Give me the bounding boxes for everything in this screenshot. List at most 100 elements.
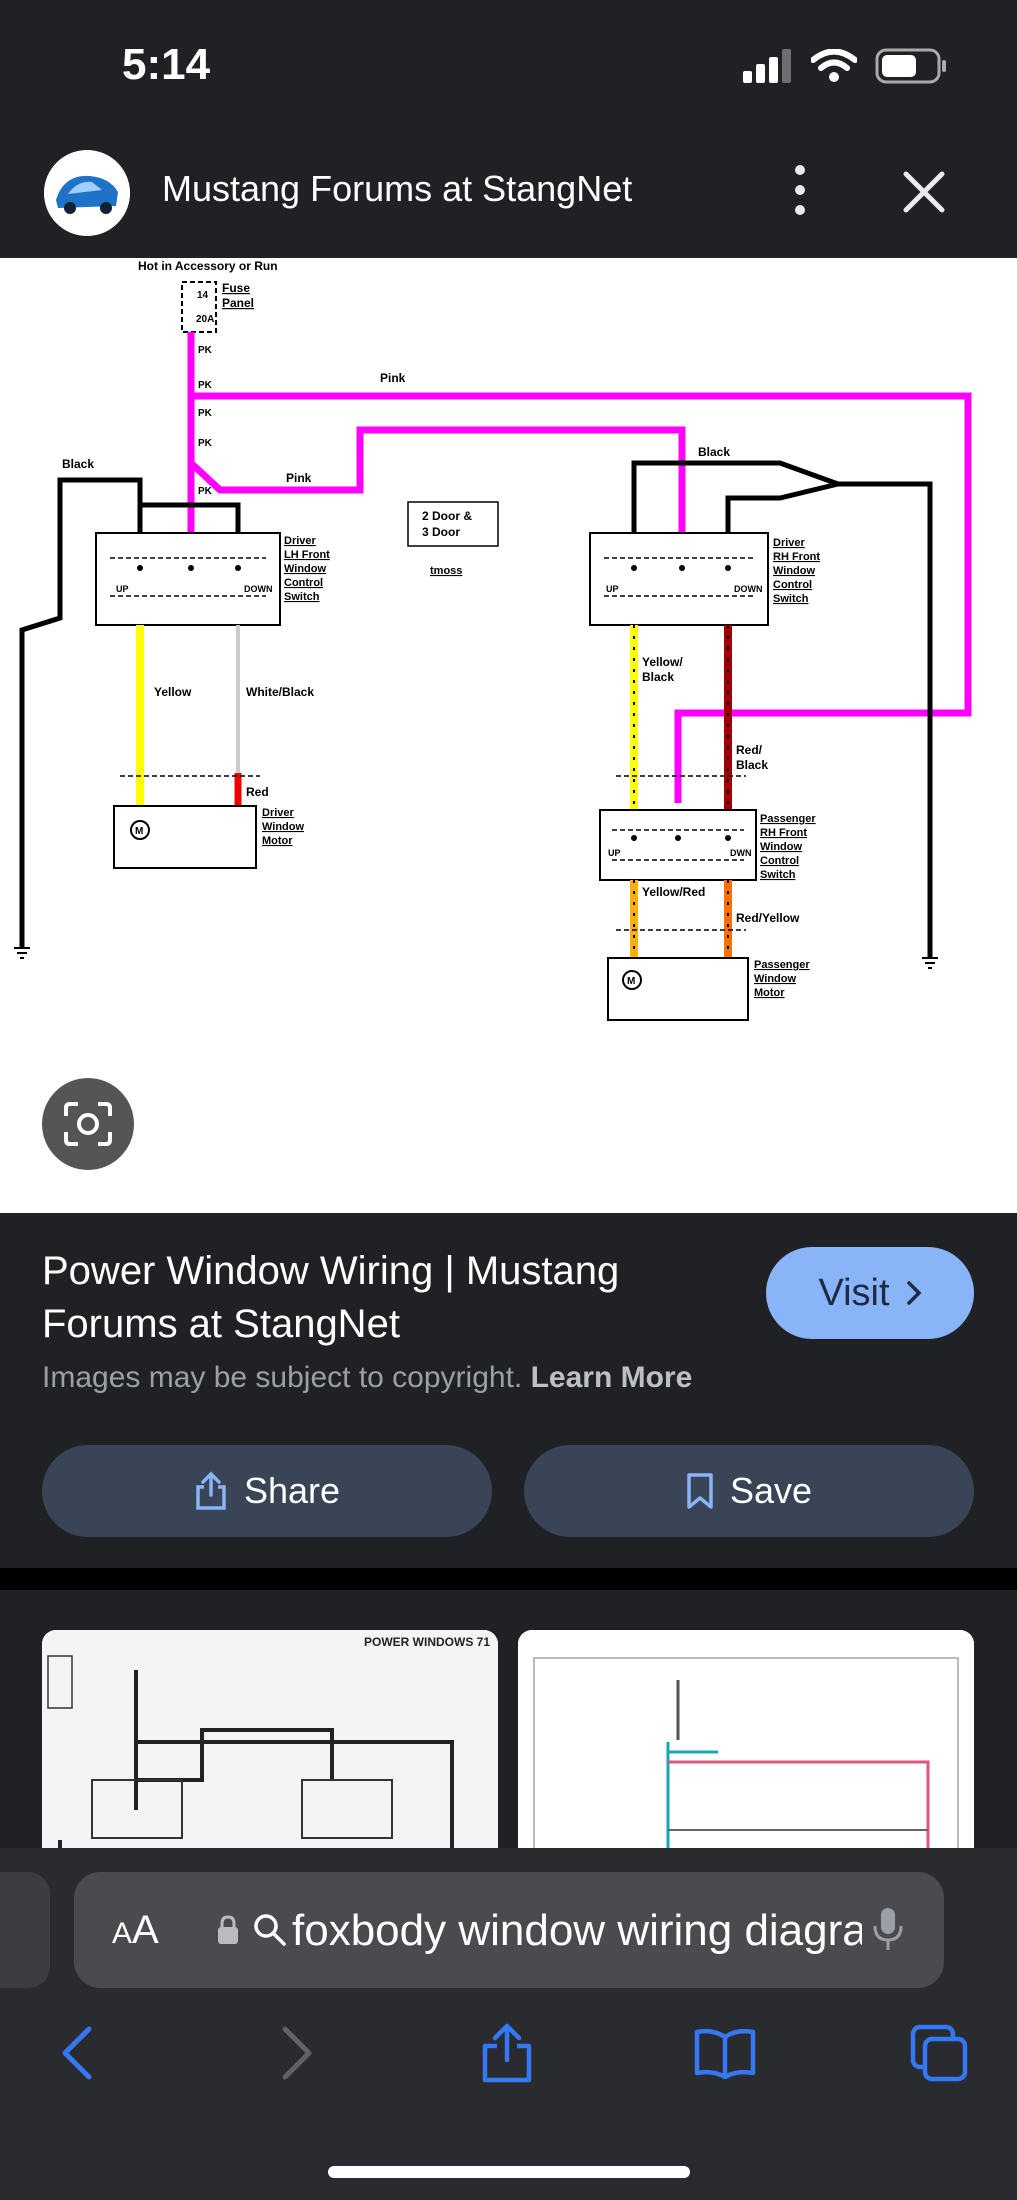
forward-button[interactable] xyxy=(262,2018,332,2088)
address-bar[interactable]: AA foxbody window wiring diagram xyxy=(74,1872,944,1988)
related-images: POWER WINDOWS 71 xyxy=(0,1590,1017,1850)
svg-text:Yellow/Red: Yellow/Red xyxy=(642,885,705,899)
svg-text:Red/Yellow: Red/Yellow xyxy=(736,911,800,925)
svg-text:Control: Control xyxy=(760,855,799,867)
site-logo[interactable] xyxy=(44,150,130,236)
lock-icon xyxy=(218,1915,238,1944)
svg-text:Window: Window xyxy=(262,821,304,833)
svg-text:tmoss: tmoss xyxy=(430,565,462,577)
svg-text:Driver: Driver xyxy=(262,807,295,819)
svg-text:Passenger: Passenger xyxy=(754,959,810,971)
stangnet-logo-icon xyxy=(44,150,130,236)
svg-text:Window: Window xyxy=(754,973,796,985)
wiring-diagram: Hot in Accessory or Run 14 20A Fuse Pane… xyxy=(14,259,972,1021)
more-options-button[interactable] xyxy=(780,160,820,220)
svg-text:Yellow: Yellow xyxy=(154,685,192,699)
tabs-icon xyxy=(910,2024,968,2082)
copyright-notice: Images may be subject to copyright. Lear… xyxy=(42,1361,692,1395)
svg-text:Pink: Pink xyxy=(286,471,312,485)
svg-text:DOWN: DOWN xyxy=(734,584,763,594)
svg-text:2 Door &: 2 Door & xyxy=(422,509,472,523)
svg-text:POWER WINDOWS 71: POWER WINDOWS 71 xyxy=(364,1635,490,1649)
copyright-text: Images may be subject to copyright. xyxy=(42,1361,523,1394)
svg-text:DOWN: DOWN xyxy=(244,584,273,594)
svg-text:UP: UP xyxy=(608,848,621,858)
lens-camera-icon xyxy=(64,1102,112,1146)
svg-text:DWN: DWN xyxy=(730,848,752,858)
share-button[interactable]: Share xyxy=(42,1445,492,1537)
bookmarks-button[interactable] xyxy=(690,2018,760,2088)
result-info-panel: Power Window Wiring | Mustang Forums at … xyxy=(0,1213,1017,1568)
close-icon xyxy=(903,171,945,213)
url-query-text[interactable]: foxbody window wiring diagram xyxy=(292,1906,862,1955)
svg-text:Black: Black xyxy=(698,445,730,459)
tabs-button[interactable] xyxy=(904,2018,974,2088)
svg-text:White/Black: White/Black xyxy=(246,685,314,699)
svg-text:Window: Window xyxy=(760,841,802,853)
thumbnail-diagram xyxy=(518,1630,974,1850)
share-icon xyxy=(482,2023,532,2083)
svg-text:Switch: Switch xyxy=(284,591,320,603)
lens-search-button[interactable] xyxy=(42,1078,134,1170)
share-page-button[interactable] xyxy=(472,2018,542,2088)
share-icon xyxy=(196,1471,226,1510)
svg-text:Switch: Switch xyxy=(760,869,796,881)
svg-text:Driver: Driver xyxy=(284,535,317,547)
svg-text:Motor: Motor xyxy=(262,835,293,847)
home-indicator[interactable] xyxy=(328,2166,690,2178)
svg-text:Yellow/: Yellow/ xyxy=(642,655,683,669)
microphone-icon[interactable] xyxy=(870,1906,906,1954)
related-thumbnail[interactable] xyxy=(518,1630,974,1850)
learn-more-link[interactable]: Learn More xyxy=(530,1361,693,1394)
svg-text:Panel: Panel xyxy=(222,296,254,310)
svg-text:3 Door: 3 Door xyxy=(422,525,460,539)
status-time: 5:14 xyxy=(122,40,211,89)
svg-text:M: M xyxy=(627,976,635,987)
bookmark-icon xyxy=(687,1473,713,1509)
svg-text:Red: Red xyxy=(246,785,269,799)
share-label: Share xyxy=(243,1470,341,1511)
reader-aa-button[interactable]: AA xyxy=(112,1908,159,1952)
svg-text:Pink: Pink xyxy=(380,371,406,385)
save-button[interactable]: Save xyxy=(524,1445,974,1537)
chevron-left-icon xyxy=(62,2026,92,2080)
svg-text:Window: Window xyxy=(284,563,326,575)
save-label: Save xyxy=(729,1470,813,1511)
section-divider xyxy=(0,1568,1017,1590)
svg-text:14: 14 xyxy=(197,290,209,301)
visit-button[interactable]: Visit xyxy=(766,1247,974,1339)
hot-label: Hot in Accessory or Run xyxy=(138,259,278,273)
site-title[interactable]: Mustang Forums at StangNet xyxy=(162,168,633,209)
related-thumbnail[interactable]: POWER WINDOWS 71 xyxy=(42,1630,498,1850)
chevron-right-icon xyxy=(282,2026,312,2080)
previous-tab-peek[interactable] xyxy=(0,1872,50,1988)
status-icons xyxy=(743,48,947,84)
svg-text:Black: Black xyxy=(62,457,94,471)
svg-text:UP: UP xyxy=(606,584,619,594)
more-vert-icon xyxy=(795,165,805,215)
svg-text:LH Front: LH Front xyxy=(284,549,330,561)
svg-text:PK: PK xyxy=(198,486,213,497)
thumbnail-diagram: POWER WINDOWS 71 xyxy=(42,1630,498,1850)
wiring-diagram-image[interactable]: Hot in Accessory or Run 14 20A Fuse Pane… xyxy=(0,258,1017,1213)
wifi-icon xyxy=(811,49,857,82)
svg-text:PK: PK xyxy=(198,380,213,391)
svg-text:PK: PK xyxy=(198,345,213,356)
back-button[interactable] xyxy=(42,2018,112,2088)
svg-text:Window: Window xyxy=(773,565,815,577)
book-icon xyxy=(694,2028,756,2079)
battery-icon xyxy=(875,48,946,84)
svg-text:RH Front: RH Front xyxy=(773,551,820,563)
status-bar: 5:14 xyxy=(0,0,1017,130)
svg-text:Passenger: Passenger xyxy=(760,813,816,825)
svg-text:Black: Black xyxy=(642,670,674,684)
svg-text:PK: PK xyxy=(198,408,213,419)
svg-text:PK: PK xyxy=(198,438,213,449)
svg-text:Driver: Driver xyxy=(773,537,806,549)
cellular-signal-icon xyxy=(743,49,791,83)
svg-text:Motor: Motor xyxy=(754,987,785,999)
close-button[interactable] xyxy=(896,164,952,220)
result-title[interactable]: Power Window Wiring | Mustang Forums at … xyxy=(42,1249,620,1346)
svg-text:Fuse: Fuse xyxy=(222,281,250,295)
svg-text:M: M xyxy=(135,826,143,837)
